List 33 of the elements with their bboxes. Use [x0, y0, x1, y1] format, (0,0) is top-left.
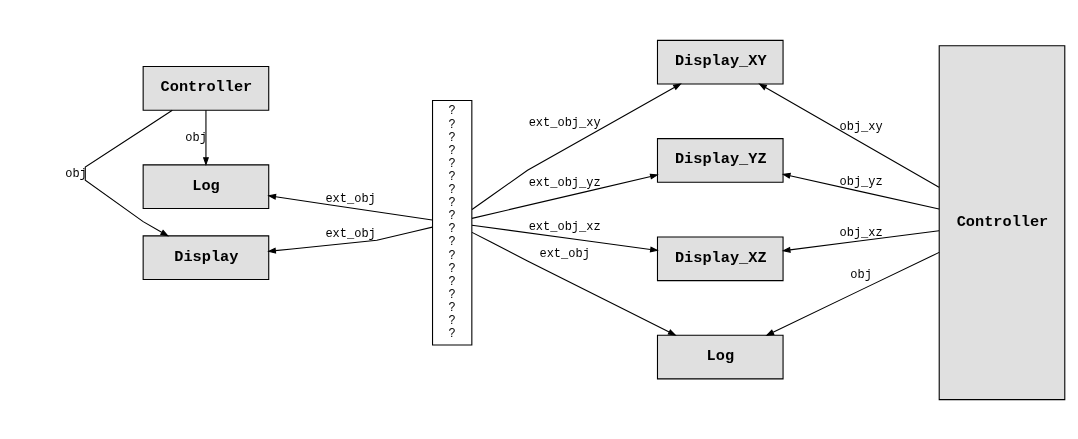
edge-label: ext_obj: [325, 226, 376, 241]
node-box: Display_XZ: [656, 235, 784, 281]
arrow: [471, 173, 659, 219]
arrow: [758, 82, 940, 188]
node-box: Display: [142, 234, 270, 280]
arrow: [471, 224, 659, 252]
edge-label: obj: [850, 267, 872, 282]
arrow: [781, 172, 940, 209]
edge-label: obj: [65, 166, 87, 181]
edge-label: obj: [185, 130, 207, 145]
edge-label: ext_obj: [325, 191, 376, 206]
node-box: Controller: [938, 44, 1066, 400]
edge-label: ext_obj: [539, 246, 590, 261]
edge-label: obj_xz: [839, 225, 883, 240]
edge-label: ext_obj_yz: [528, 175, 601, 190]
edge-label: obj_yz: [839, 174, 883, 189]
arrow: [781, 229, 940, 253]
node-box: Display_XY: [656, 39, 784, 85]
edge-label: obj_xy: [839, 119, 883, 134]
arrow: [267, 226, 433, 254]
arrow: [202, 109, 209, 166]
node-box: ? ? ? ? ? ? ? ? ? ? ? ? ? ? ? ? ? ?: [432, 99, 473, 346]
node-box: Log: [142, 163, 270, 209]
node-box: Controller: [142, 65, 270, 111]
arrow: [267, 193, 433, 220]
arrow: [765, 251, 940, 336]
node-box: Display_YZ: [656, 137, 784, 183]
arrow: [84, 109, 173, 236]
node-box: Log: [656, 334, 784, 379]
edge-label: ext_obj_xz: [528, 219, 601, 234]
edge-label: ext_obj_xy: [528, 115, 601, 130]
arrow: [471, 231, 677, 336]
arrow: [471, 82, 682, 210]
